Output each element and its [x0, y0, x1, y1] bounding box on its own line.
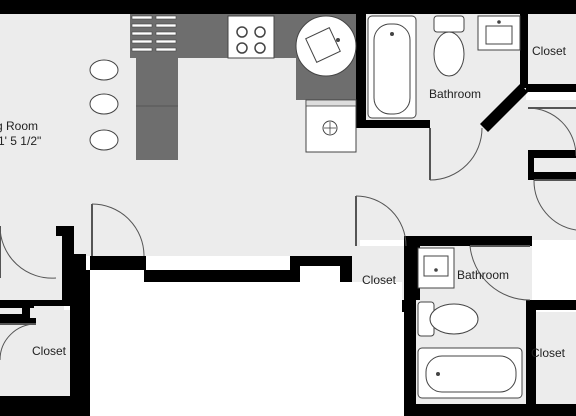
- closet-top-right-label: Closet: [532, 44, 567, 58]
- wall-closet-br-top: [526, 300, 576, 310]
- entry-floor: [0, 228, 64, 310]
- living-room-label: g Room: [0, 119, 38, 133]
- door-swing: [91, 203, 145, 257]
- door-swing: [0, 226, 57, 279]
- wall-left-lower: [0, 226, 90, 416]
- bathroom-sink-icon: [477, 15, 521, 51]
- closet-top-right-floor: [526, 12, 576, 84]
- stool-icon: [89, 129, 119, 151]
- wall-left-bottom: [0, 396, 90, 416]
- door-swing: [0, 323, 37, 361]
- bathtub-icon: [417, 347, 523, 399]
- toilet-icon: [433, 15, 465, 77]
- wall-bath-bottom-right: [526, 300, 536, 416]
- wall-lower-boundary: [90, 236, 532, 416]
- door-swing: [429, 127, 483, 181]
- wall-door-right: [528, 150, 576, 158]
- kitchen: [89, 14, 357, 160]
- wall-door-right-3: [528, 150, 534, 180]
- wall-closet-tr-bottom: [526, 84, 576, 92]
- wall-bottom-right: [404, 404, 576, 416]
- closet-center-label: Closet: [362, 273, 397, 287]
- door-swing: [355, 195, 407, 247]
- door-swing: [533, 179, 576, 231]
- stool-icon: [89, 93, 119, 115]
- wall-door-right-2: [528, 172, 576, 180]
- closet-bottom-right-label: Closet: [531, 346, 566, 360]
- room-labels: g Room 1' 5 1/2" Bathroom Closet Closet …: [0, 44, 567, 360]
- stove-icon: [227, 15, 275, 59]
- stool-icon: [89, 59, 119, 81]
- bar-stools: [89, 59, 119, 151]
- door-swing: [469, 245, 531, 301]
- wall-bath-bottom-top: [404, 236, 532, 246]
- living-room-dimensions: 1' 5 1/2": [0, 134, 41, 148]
- kitchen-sink-icon: [295, 15, 357, 77]
- wall-diagonal: [480, 84, 528, 132]
- bathroom-top-fixtures: [367, 15, 521, 119]
- doors: [0, 107, 576, 361]
- closet-bottom-left-label: Closet: [32, 344, 67, 358]
- closet-bottom-right-floor: [532, 312, 576, 404]
- door-swing: [527, 107, 576, 157]
- bathroom-bottom-fixtures: [417, 247, 523, 399]
- bathtub-icon: [367, 15, 417, 119]
- kitchen-island: [136, 56, 178, 160]
- toilet-icon: [417, 301, 479, 337]
- shelf-rack: [131, 15, 177, 52]
- wall-top: [0, 0, 576, 14]
- wall-bath-bottom-left: [404, 236, 416, 416]
- washer-icon: [305, 99, 357, 153]
- wall-bath-top-bottom: [356, 120, 430, 128]
- wall-left-closet-top: [0, 300, 34, 308]
- bathroom-top-label: Bathroom: [429, 87, 481, 101]
- bathroom-sink-icon: [417, 247, 455, 289]
- exterior-void: [90, 282, 402, 416]
- bathroom-bottom-label: Bathroom: [457, 268, 509, 282]
- wall-bath-top-left: [356, 10, 366, 128]
- wall-bath-top-right: [520, 10, 528, 88]
